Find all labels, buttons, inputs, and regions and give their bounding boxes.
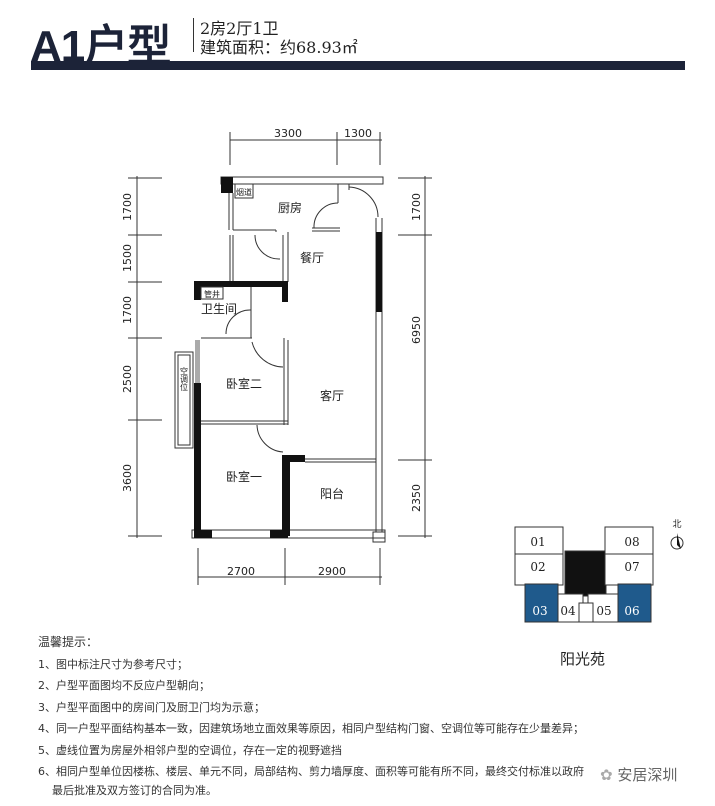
chat-icon: ✿ (600, 766, 618, 784)
label-shaft: 管井 (204, 289, 220, 299)
brand-watermark: ✿ 安居深圳 (600, 764, 677, 785)
dim-top-1: 3300 (274, 127, 302, 140)
label-dining: 餐厅 (300, 250, 324, 265)
dim-right-3: 2350 (410, 484, 423, 512)
notes: 温馨提示： 1、图中标注尺寸为参考尺寸； 2、户型平面图均不反应户型朝向； 3、… (38, 632, 584, 799)
site-unit-08: 08 (624, 535, 639, 549)
site-name: 阳光苑 (560, 650, 606, 668)
dim-bottom-1: 2700 (227, 565, 255, 578)
dim-left-2: 1500 (121, 244, 134, 272)
note-item: 5、虚线位置为房屋外相邻户型的空调位，存在一定的视野遮挡 (38, 743, 342, 757)
notes-title: 温馨提示： (38, 635, 99, 649)
dim-left-5: 3600 (121, 464, 134, 492)
note-item: 1、图中标注尺寸为参考尺寸； (38, 657, 188, 671)
note-item: 2、户型平面图均不反应户型朝向； (38, 679, 210, 692)
site-unit-01: 01 (530, 535, 545, 549)
north-arrow-icon (670, 533, 684, 550)
dim-bottom-2: 2900 (318, 565, 346, 578)
note-item: 最后批准及双方签订的合同为准。 (52, 783, 217, 797)
site-unit-07: 07 (624, 560, 639, 574)
note-item: 4、同一户型平面结构基本一致，因建筑场地立面效果等原因，相同户型结构门窗、空调位… (38, 722, 584, 735)
header-bar (31, 61, 685, 70)
label-bath: 卫生间 (201, 302, 237, 316)
dim-right-2: 6950 (410, 316, 423, 344)
note-item: 3、户型平面图中的房间门及厨卫门均为示意； (38, 700, 265, 714)
structural-walls (194, 177, 382, 538)
site-plan (514, 526, 654, 623)
label-bed2: 卧室二 (226, 376, 262, 391)
site-unit-05: 05 (596, 604, 611, 618)
note-item: 6、相同户型单位因楼栋、楼层、单元不同，局部结构、剪力墙厚度、面积等可能有所不同… (38, 765, 584, 778)
dimension-lines (128, 132, 432, 585)
brand-name: 安居深圳 (617, 766, 678, 784)
walls (174, 176, 386, 543)
shaft-box (200, 286, 224, 300)
label-ac: 空调位 (180, 366, 189, 391)
site-unit-02: 02 (530, 560, 545, 574)
unit-area: 建筑面积：约68.93㎡ (200, 38, 358, 57)
label-bed1: 卧室一 (226, 469, 262, 484)
label-flue: 烟道 (236, 187, 252, 197)
dim-left-1: 1700 (121, 193, 134, 221)
dim-top-2: 1300 (344, 127, 372, 140)
label-balcony: 阳台 (320, 486, 344, 501)
label-living: 客厅 (320, 388, 344, 403)
title-divider (193, 18, 194, 52)
dim-left-4: 2500 (121, 365, 134, 393)
label-kitchen: 厨房 (278, 200, 302, 215)
unit-layout: 2房2厅1卫 (200, 19, 279, 38)
window-bedroom2 (195, 340, 200, 383)
dim-right-1: 1700 (410, 193, 423, 221)
north-label: 北 (672, 519, 681, 530)
dim-left-3: 1700 (121, 296, 134, 324)
flue-box (234, 183, 254, 199)
site-unit-04: 04 (560, 604, 576, 618)
site-unit-06: 06 (624, 604, 639, 618)
site-unit-03: 03 (532, 604, 547, 618)
